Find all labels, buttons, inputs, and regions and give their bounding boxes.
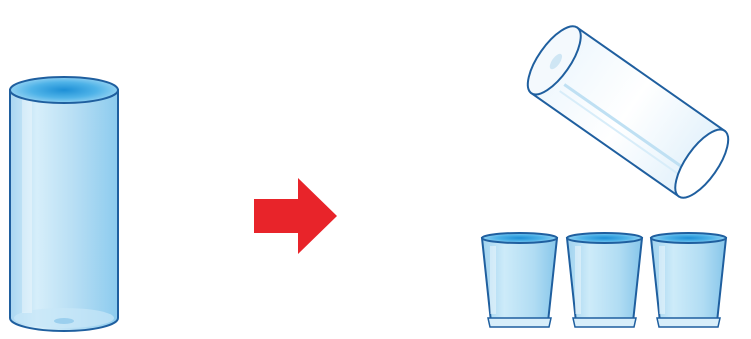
cup-highlight (575, 246, 581, 314)
cup-highlight (659, 246, 665, 314)
tilted-empty-cylinder (518, 18, 738, 205)
full-cylinder (10, 77, 118, 331)
cup (567, 233, 642, 327)
cup-base (573, 318, 636, 327)
cup-water-surface (567, 233, 642, 243)
right-arrow (254, 178, 337, 254)
cup-water-surface (482, 233, 557, 243)
cup (651, 233, 726, 327)
cylinder-bottom-spot (54, 318, 74, 324)
cup (482, 233, 557, 327)
cup-highlight (490, 246, 496, 314)
cylinder-water-surface (10, 77, 118, 103)
cup-base (488, 318, 551, 327)
cup-water-surface (651, 233, 726, 243)
cylinder-highlight (22, 98, 32, 313)
cup-base (657, 318, 720, 327)
